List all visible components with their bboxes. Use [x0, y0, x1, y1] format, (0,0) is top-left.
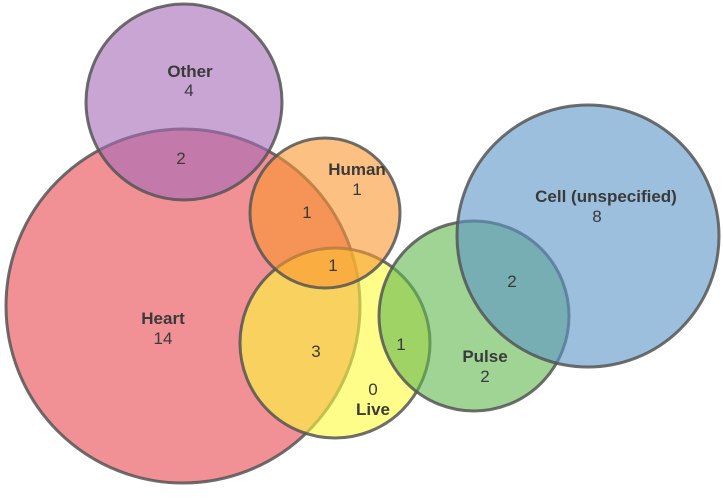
label-cell-count: 8 [592, 207, 601, 226]
label-other-name: Other [167, 62, 213, 81]
label-heart-name: Heart [141, 309, 185, 328]
label-pulse-name: Pulse [462, 347, 507, 366]
label-pulse-count: 2 [480, 367, 489, 386]
overlap-heart-human-live: 1 [328, 256, 337, 275]
circle-cell [455, 103, 721, 369]
overlap-heart-human: 1 [302, 203, 311, 222]
label-other-count: 4 [184, 81, 193, 100]
overlap-heart-other: 2 [176, 149, 185, 168]
overlap-pulse-cell: 2 [507, 272, 516, 291]
label-cell-name: Cell (unspecified) [535, 187, 677, 206]
overlap-live-pulse: 1 [396, 335, 405, 354]
label-live-count: 0 [368, 380, 377, 399]
circle-other [84, 2, 284, 202]
label-human-name: Human [328, 160, 386, 179]
label-live-name: Live [356, 400, 390, 419]
overlap-heart-live: 3 [311, 342, 320, 361]
label-heart-count: 14 [154, 329, 173, 348]
circle-human [248, 136, 402, 290]
label-human-count: 1 [352, 180, 361, 199]
